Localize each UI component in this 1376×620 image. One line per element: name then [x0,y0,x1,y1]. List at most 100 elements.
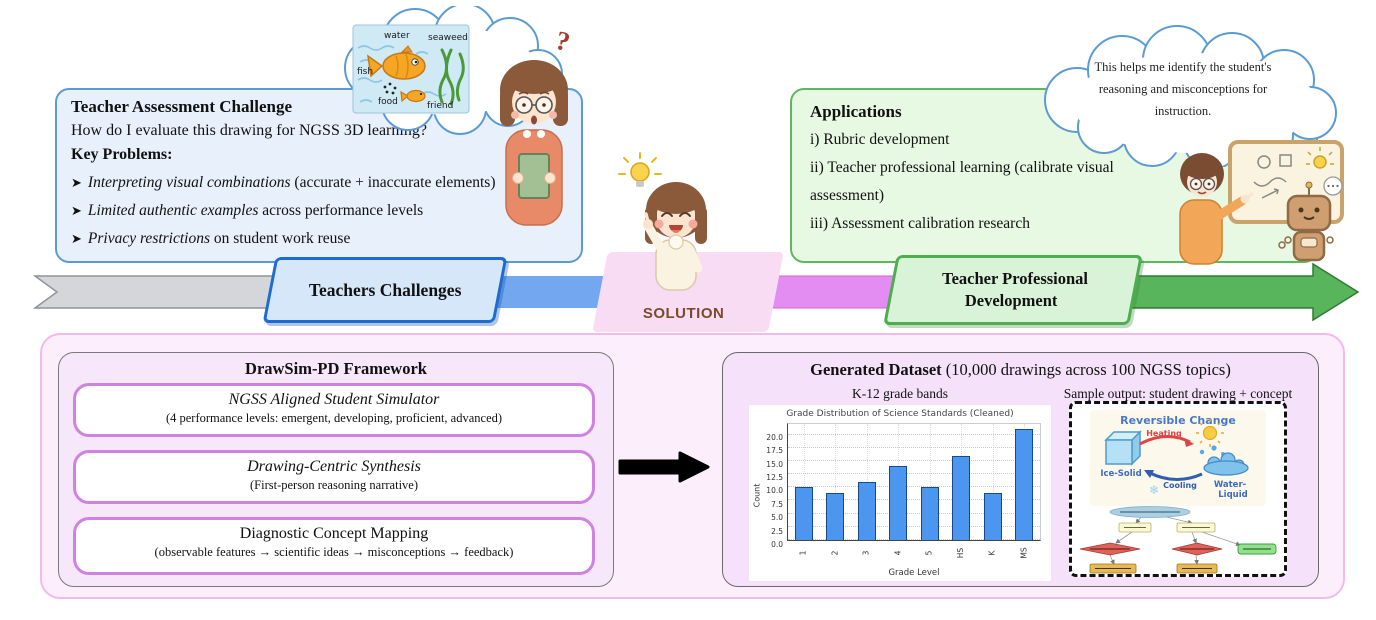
concept-map-graph [1079,506,1277,574]
bullet-2-emphasis: Limited authentic examples [87,202,259,219]
sample-output-box: Reversible Change Ice-Solid Heating [1069,401,1287,577]
concept-node-red-left [1079,542,1141,556]
label-fish: fish [357,67,373,77]
bar-column: 1 [788,424,820,555]
x-tick-label: HS [956,547,966,559]
bar [857,482,876,540]
lightbulb-icon [618,152,662,187]
concept-node-orange-left [1089,563,1137,574]
bullet-3-rest: on student work reuse [210,230,351,247]
stage-2-subtitle: (First-person reasoning narrative) [250,478,418,492]
seaweed-doodle [438,48,465,106]
drawing-title: Reversible Change [1120,414,1236,427]
x-tick-label: 3 [861,550,871,556]
label-seaweed: seaweed [428,33,468,43]
bullet-2-rest: across performance levels [258,202,424,219]
bullet-3-emphasis: Privacy restrictions [87,230,211,247]
y-tick-label: 10.0 [766,486,783,496]
framework-stage-1: NGSS Aligned Student Simulator (4 perfor… [73,383,595,437]
chart-gridline [788,539,1040,540]
bullet-arrow-icon: ➤ [71,175,82,190]
chart-gridline [788,459,1040,461]
small-fish-doodle [400,89,426,103]
label-food: food [378,97,398,107]
chart-gridline [788,525,1040,527]
tpd-text-line1: Teacher Professional [942,268,1089,288]
sun-icon [1196,419,1224,447]
water-liquid-label-1: Water- [1214,480,1247,490]
concept-node-yellow-right [1176,522,1216,533]
application-item-2: ii) Teacher professional learning (calib… [810,158,1114,204]
framework-stage-2: Drawing-Centric Synthesis (First-person … [73,450,595,504]
dataset-title-bold: Generated Dataset [810,360,942,379]
chart-vgridline [803,424,805,540]
bullet-arrow-icon: ➤ [71,203,82,218]
drawsim-pd-framework-box: DrawSim-PD Framework NGSS Aligned Studen… [58,352,614,587]
pd-teacher [1179,153,1254,265]
teachers-challenges-label: Teachers Challenges [262,257,508,323]
student-fish-drawing: water seaweed fish food friend [352,24,470,114]
dataset-title: Generated Dataset (10,000 drawings acros… [723,360,1318,380]
ice-solid-label: Ice-Solid [1100,469,1141,479]
chart-vgridline [992,424,994,540]
framework-to-dataset-arrow [618,451,710,483]
y-tick-label: 20.0 [766,432,783,442]
stage-1-subtitle: (4 performance levels: emergent, develop… [165,411,503,425]
stage-3-title: Diagnostic Concept Mapping [239,525,429,542]
robot-speech-dots [1323,176,1343,196]
x-tick-label: 2 [830,550,840,556]
puddle-icon [1203,452,1249,476]
concept-node-root [1109,506,1191,518]
concept-node-yellow-left [1118,522,1152,533]
application-item-1: i) Rubric development [810,131,950,148]
challenge-bullet-3: ➤Privacy restrictions on student work re… [71,230,567,248]
concept-node-green [1237,543,1277,555]
y-tick-label: 0.0 [771,540,783,549]
robot [1278,181,1334,262]
bar [983,492,1002,540]
stage-2-title: Drawing-Centric Synthesis [247,458,421,475]
water-liquid-label-2: Liquid [1218,490,1247,500]
lightbulb-doodle-icon [1306,147,1334,169]
x-tick-label: 1 [798,550,808,556]
bar [952,455,971,540]
challenge-bullet-1: ➤Interpreting visual combinations (accur… [71,174,567,192]
heating-label: Heating [1146,429,1182,438]
challenge-bullet-2: ➤ Limited authentic examples across perfo… [71,202,567,220]
framework-title: DrawSim-PD Framework [245,359,427,378]
generated-dataset-box: Generated Dataset (10,000 drawings acros… [722,352,1319,587]
solution-girl-illustration [618,152,707,291]
reversible-change-drawing: Reversible Change Ice-Solid Heating [1090,410,1266,506]
tpd-text-line2: Development [964,291,1058,310]
food-dots-doodle [383,82,397,95]
teacher-professional-development-label: Teacher Professional Development [883,255,1143,325]
framework-stage-3: Diagnostic Concept Mapping (observable f… [73,517,595,575]
concept-node-orange-right [1176,563,1218,574]
dataset-title-rest: (10,000 drawings across 100 NGSS topics) [941,360,1231,379]
bar [1015,429,1034,540]
confused-teacher-illustration [500,60,568,226]
concept-node-red-right [1171,542,1223,556]
bar-column: K [977,424,1009,555]
chart-gridline [788,499,1040,501]
bar-column: 4 [883,424,915,555]
key-problems-label: Key Problems: [71,146,173,163]
bar-column: 5 [914,424,946,555]
y-tick-label: 2.5 [771,526,783,536]
chart-vgridline [835,424,837,540]
bar [920,487,939,540]
chart-gridline [788,473,1040,475]
ice-cube-icon [1104,430,1142,466]
bar [826,492,845,540]
stage-1-title: NGSS Aligned Student Simulator [228,391,440,408]
bar-column: HS [946,424,978,558]
teachers-challenges-text: Teachers Challenges [308,279,462,300]
bullet-1-emphasis: Interpreting visual combinations [87,174,291,191]
stage-3-subtitle: (observable features → scientific ideas … [154,545,514,559]
bar-column: 3 [851,424,883,555]
bar-column: 2 [820,424,852,555]
y-tick-label: 17.5 [766,446,783,456]
application-item-3: iii) Assessment calibration research [810,214,1030,232]
